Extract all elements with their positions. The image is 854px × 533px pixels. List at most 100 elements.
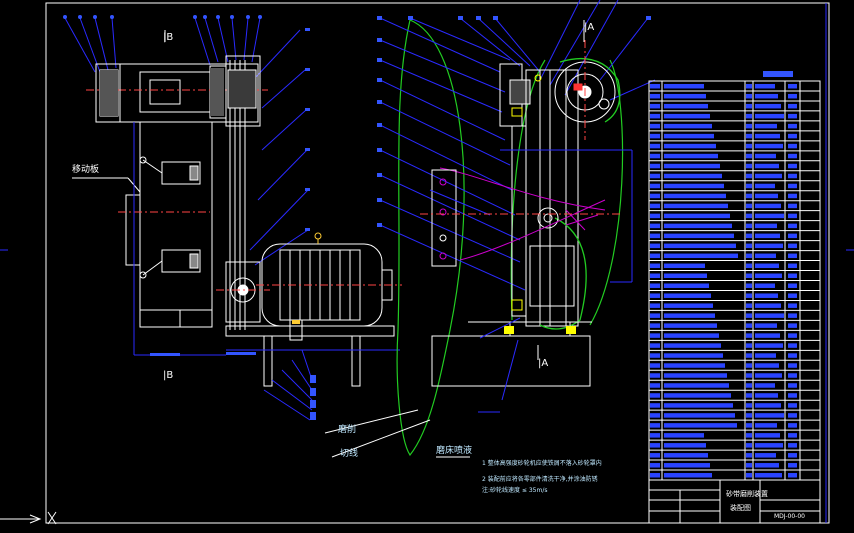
bom-cell-text (755, 93, 778, 99)
section-label-b-top: |B (163, 32, 173, 43)
bom-cell-text (650, 93, 660, 99)
bom-cell-text (755, 263, 779, 269)
bom-cell-text (755, 143, 783, 149)
bom-cell-text (746, 213, 752, 219)
bom-cell-text (650, 433, 660, 438)
bom-cell-text (755, 323, 777, 328)
bom-cell-text (664, 253, 738, 259)
bom-cell-text (650, 333, 660, 338)
bom-cell-text (788, 343, 797, 348)
bom-cell-text (788, 243, 797, 249)
bom-cell-text (788, 223, 797, 229)
hatched-blocks (100, 68, 224, 116)
bom-cell-text (746, 423, 752, 428)
bom-cell-text (650, 153, 660, 159)
bom-cell-text (755, 303, 781, 308)
bom-cell-text (788, 463, 797, 468)
bom-cell-text (664, 233, 734, 239)
bom-cell-text (650, 353, 660, 358)
bom-cell-text (650, 383, 660, 388)
bom-cell-text (650, 423, 660, 428)
leader-dots-left (63, 15, 310, 231)
bom-cell-text (664, 383, 729, 388)
bom-cell-text (650, 233, 660, 239)
bom-cell-text (650, 283, 660, 288)
bom-cell-text (650, 463, 660, 468)
dimensions-left (133, 122, 400, 421)
belt-callouts (324, 409, 470, 458)
bom-cell-text (788, 143, 797, 149)
bom-cell-text (650, 193, 660, 199)
note-line-1: 1 整体高强度砂轮机应使铁屑不落入砂轮罩内 (482, 459, 602, 467)
bom-cell-text (650, 103, 660, 109)
bom-cell-text (755, 193, 778, 199)
bom-cell-text (755, 453, 776, 458)
main-frame (118, 121, 213, 328)
bom-cell-text (788, 153, 797, 159)
bom-cell-text (746, 373, 752, 378)
bom-cell-text (746, 283, 752, 288)
bom-cell-text (746, 273, 752, 279)
fasteners (511, 74, 542, 311)
bom-cell-text (746, 243, 752, 249)
bom-cell-text (664, 413, 735, 418)
bom-cell-text (664, 363, 725, 368)
bom-cell-text (664, 83, 704, 89)
bom-cell-text (746, 453, 752, 458)
bom-cell-text (755, 293, 778, 298)
bom-cell-text (755, 433, 780, 438)
bom-cell-text (788, 383, 797, 388)
bom-cell-text (664, 393, 731, 398)
bom-cell-text (755, 423, 777, 428)
bom-cell-text (664, 263, 705, 269)
bom-cell-text (746, 443, 752, 448)
lower-pulley (216, 261, 270, 323)
bom-cell-text (788, 133, 797, 139)
bom-cell-text (650, 123, 660, 129)
bom-cell-text (664, 303, 713, 308)
bom-cell-text (746, 193, 752, 199)
bom-cell-text (746, 223, 752, 229)
bom-cell-text (755, 463, 779, 468)
bom-cell-text (746, 333, 752, 338)
bom-cell-text (788, 283, 797, 288)
bom-cell-text (788, 93, 797, 99)
bom-cell-text (664, 93, 706, 99)
bom-cell-text (755, 133, 780, 139)
bom-cell-text (664, 143, 716, 149)
upright-frame (499, 63, 579, 327)
bom-cell-text (664, 403, 733, 408)
bom-cell-text (755, 363, 779, 368)
technical-notes: 1 整体高强度砂轮机应使铁屑不落入砂轮罩内 2 装配前应将各零部件清洗干净,并涂… (482, 459, 602, 494)
bom-cell-text (788, 353, 797, 358)
bom-cell-text (746, 93, 752, 99)
bom-cell-text (650, 273, 660, 279)
motor (256, 243, 402, 327)
bom-cell-text (650, 223, 660, 229)
bom-cell-text (664, 213, 730, 219)
bom-cell-text (788, 443, 797, 448)
bom-cell-text (650, 243, 660, 249)
section-label-a-top: |A (584, 22, 594, 33)
bom-cell-text (650, 113, 660, 119)
bom-cell-text (755, 173, 782, 179)
bom-cell-text (650, 443, 660, 448)
bom-cell-text (650, 373, 660, 378)
bom-cell-text (650, 453, 660, 458)
bom-cells (650, 83, 797, 478)
title-block (648, 479, 821, 524)
bom-cell-text (788, 263, 797, 269)
bom-cell-text (788, 413, 797, 418)
bom-cell-text (746, 303, 752, 308)
bom-cell-text (788, 363, 797, 368)
bom-cell-text (746, 183, 752, 189)
bom-cell-text (746, 233, 752, 239)
bill-of-materials (648, 71, 821, 481)
bom-cell-text (746, 153, 752, 159)
bom-cell-text (788, 433, 797, 438)
bom-cell-text (664, 273, 707, 279)
bom-cell-text (746, 133, 752, 139)
belt-loop (539, 58, 621, 330)
bom-cell-text (664, 223, 732, 229)
bom-cell-text (755, 373, 782, 378)
